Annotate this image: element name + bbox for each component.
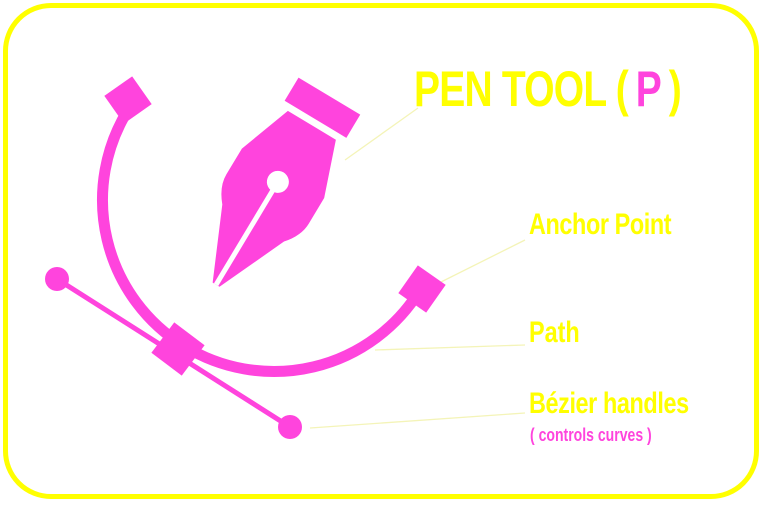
anchor-square-right: [398, 265, 446, 313]
label-bezier-note: ( controls curves ): [530, 425, 652, 445]
anchor-square-middle: [151, 322, 205, 376]
page-title: PEN TOOL (P): [414, 61, 682, 117]
label-anchor-point: Anchor Point: [529, 208, 672, 241]
leader-line-path: [374, 344, 526, 351]
leader-line-anchor: [434, 239, 526, 286]
title-shortcut-key: P: [635, 61, 662, 117]
label-path: Path: [529, 316, 580, 349]
bezier-handle-dot-end: [278, 415, 302, 439]
anchor-square-top: [104, 76, 152, 124]
leader-lines: [309, 107, 526, 429]
title-prefix: PEN TOOL (: [414, 61, 629, 117]
label-bezier-handles: Bézier handles: [529, 387, 689, 420]
bezier-handle-dot-start: [45, 267, 69, 291]
pen-nib-icon: [212, 77, 361, 287]
leader-line-bezier: [309, 412, 526, 429]
leader-line-title: [344, 107, 419, 161]
title-suffix: ): [668, 61, 682, 117]
